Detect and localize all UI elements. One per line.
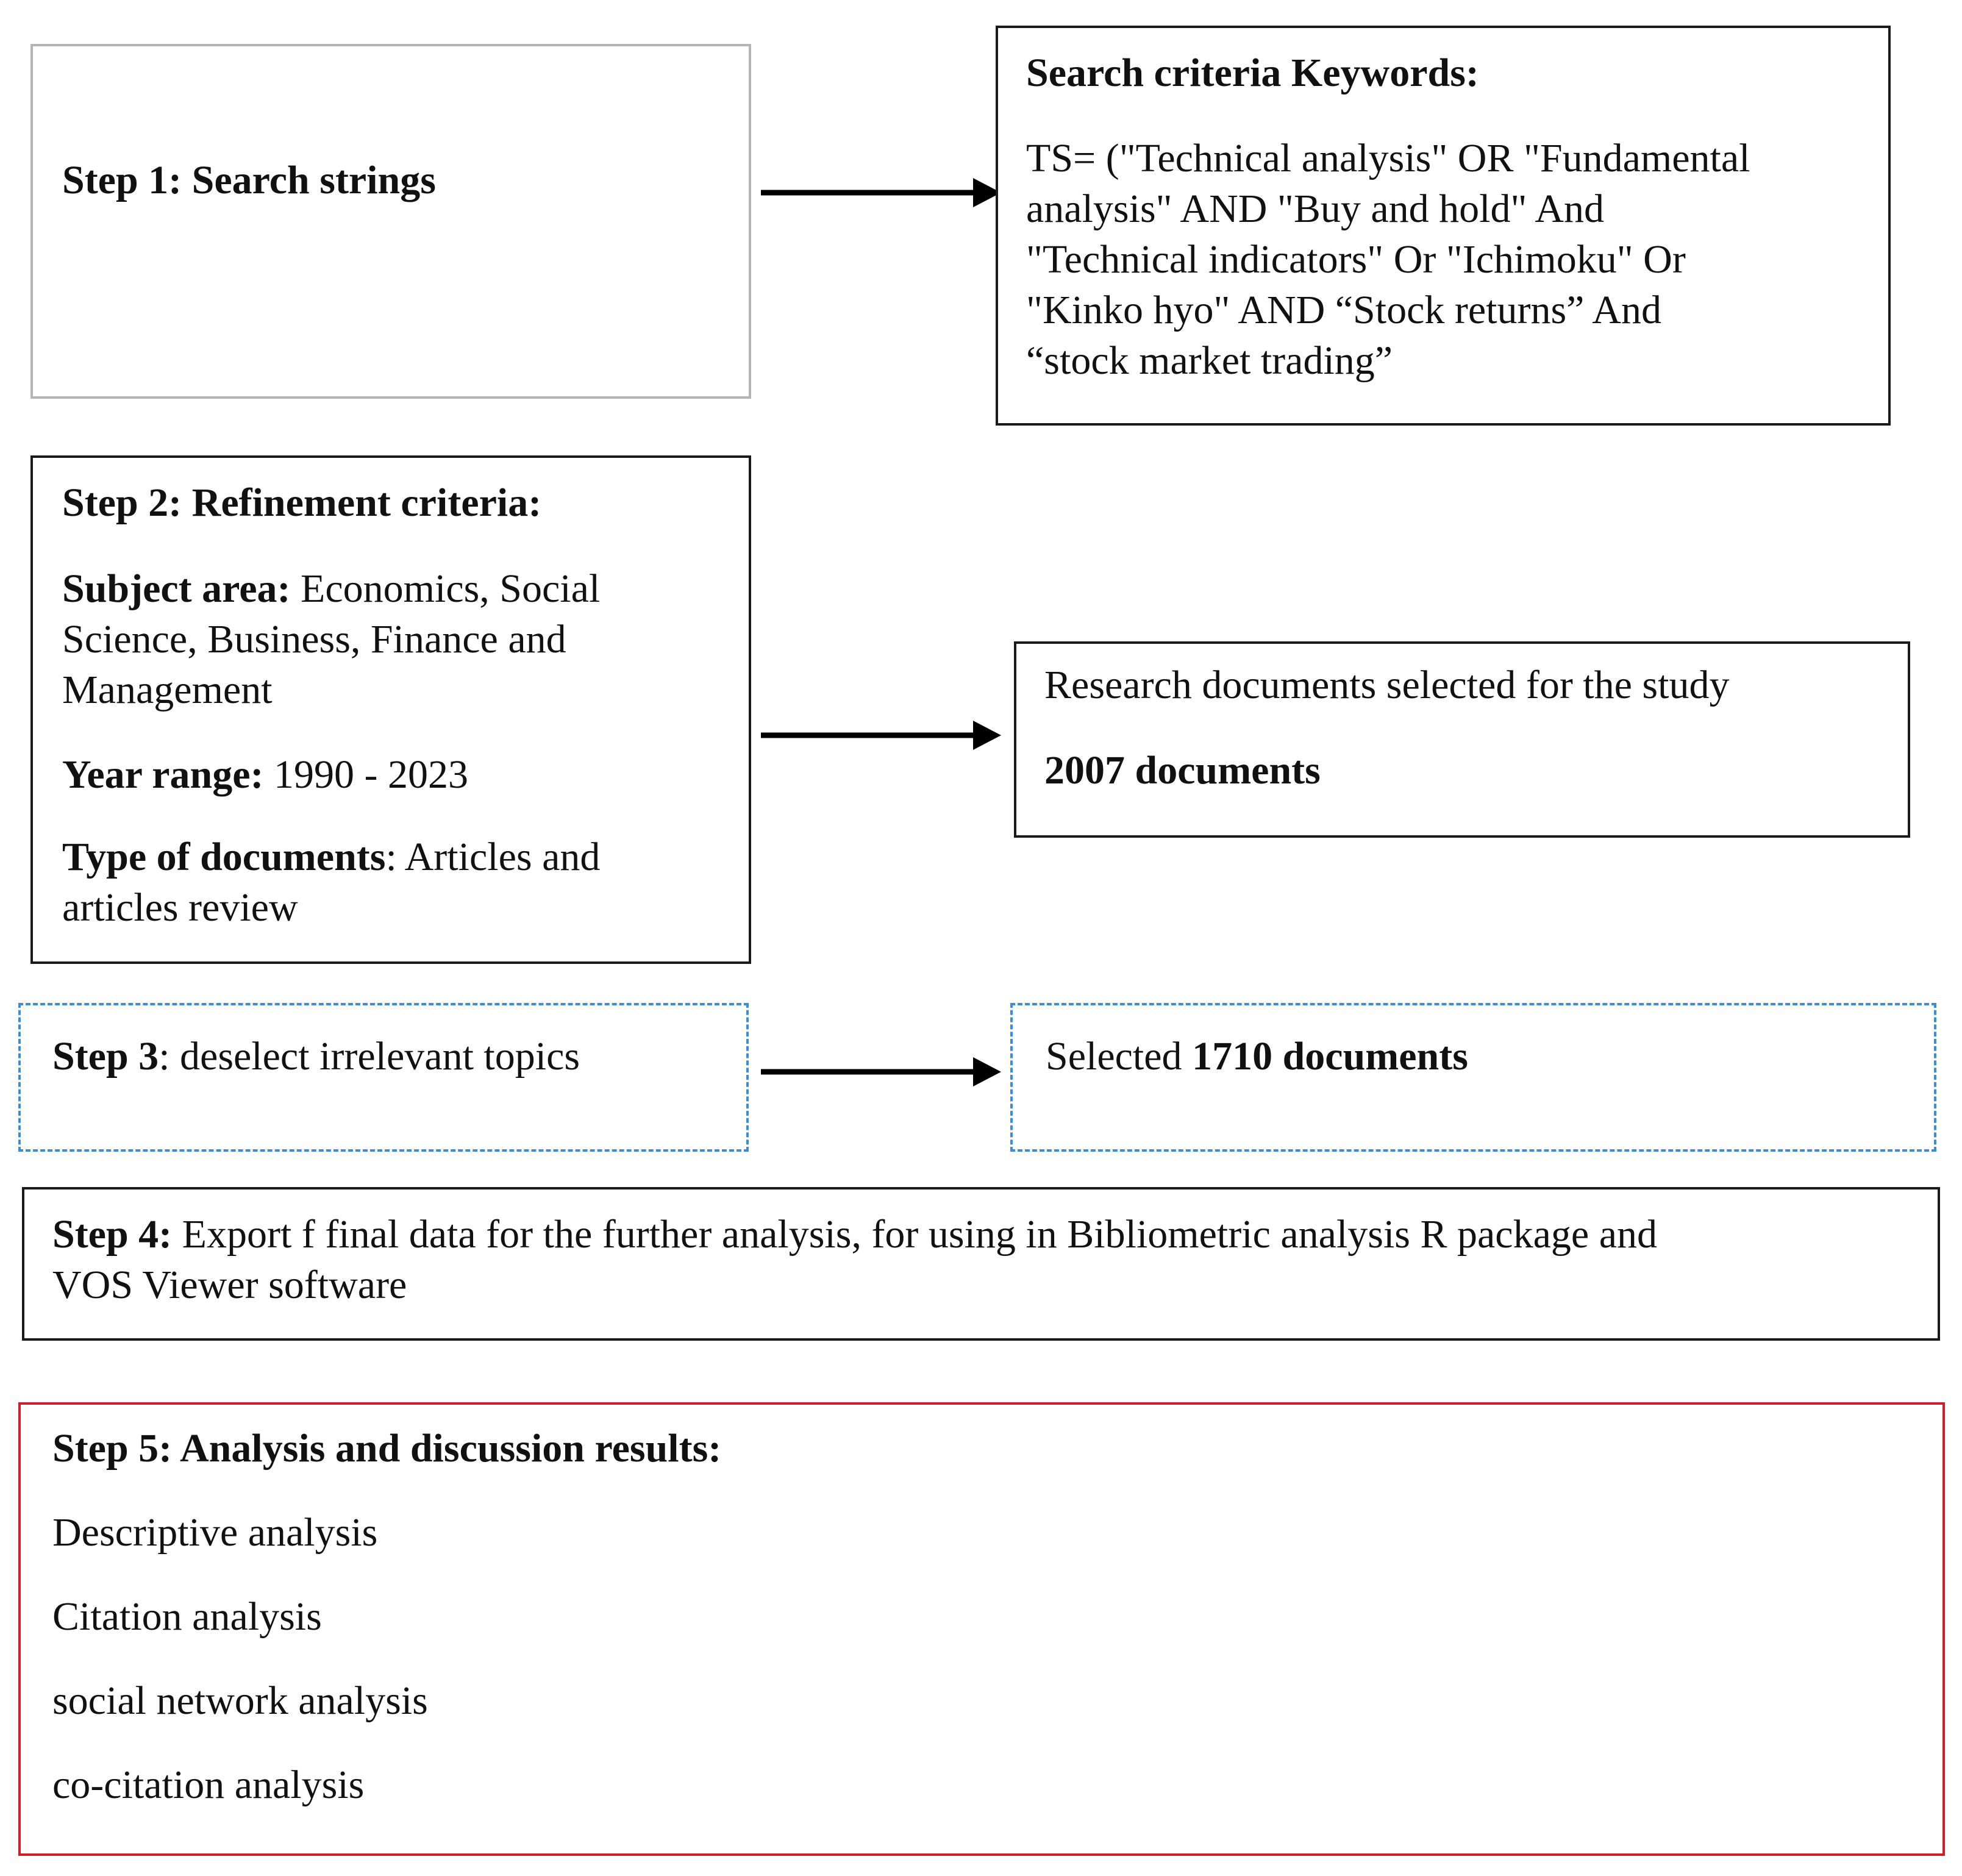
step5-item: Descriptive analysis xyxy=(52,1510,378,1555)
selected-documents-box: Research documents selected for the stud… xyxy=(1014,641,1910,838)
doc-type-value: : Articles and xyxy=(385,835,601,879)
step4-line: Step 4: Export f final data for the furt… xyxy=(52,1209,1657,1260)
year-range-line: Year range: 1990 - 2023 xyxy=(62,749,600,800)
subject-area-line: Subject area: Economics, Social xyxy=(62,563,600,614)
step2-box: Step 2: Refinement criteria: Subject are… xyxy=(30,455,751,964)
step1-label: Step 1: Search strings xyxy=(62,158,436,202)
arrow-step3-to-selected xyxy=(761,1057,1001,1086)
selected-1710-count: 1710 documents xyxy=(1192,1034,1468,1079)
step5-heading: Step 5: Analysis and discussion results: xyxy=(52,1426,722,1471)
search-criteria-heading: Search criteria Keywords: xyxy=(1026,51,1479,95)
doc-type-line: Type of documents: Articles and xyxy=(62,832,600,882)
step5-item: co-citation analysis xyxy=(52,1763,365,1807)
subject-area-label: Subject area: xyxy=(62,566,291,611)
subject-area-value: Management xyxy=(62,668,273,712)
query-line: analysis" AND "Buy and hold" And xyxy=(1026,187,1604,231)
step4-text: VOS Viewer software xyxy=(52,1263,407,1307)
step3-description: : deselect irrelevant topics xyxy=(159,1034,580,1079)
query-line: "Technical indicators" Or "Ichimoku" Or xyxy=(1026,237,1686,282)
selected-documents-count: 2007 documents xyxy=(1044,748,1321,793)
year-range-label: Year range: xyxy=(62,752,264,797)
selected-1710-text: Selected 1710 documents xyxy=(1046,1031,1468,1082)
step3-text: Step 3: deselect irrelevant topics xyxy=(52,1031,580,1082)
step5-item: social network analysis xyxy=(52,1678,428,1723)
search-criteria-box: Search criteria Keywords: TS= ("Technica… xyxy=(996,26,1891,426)
selected-1710-box: Selected 1710 documents xyxy=(1010,1003,1936,1152)
step3-box: Step 3: deselect irrelevant topics xyxy=(18,1003,749,1152)
query-line: TS= ("Technical analysis" OR "Fundamenta… xyxy=(1026,136,1750,180)
doc-type-label: Type of documents xyxy=(62,835,386,879)
step3-label: Step 3 xyxy=(52,1034,159,1079)
arrow-step2-to-selected xyxy=(761,721,1001,750)
selected-1710-prefix: Selected xyxy=(1046,1034,1193,1079)
step5-box: Step 5: Analysis and discussion results:… xyxy=(18,1402,1945,1856)
step5-item: Citation analysis xyxy=(52,1594,322,1639)
year-range-value: 1990 - 2023 xyxy=(263,752,468,797)
step4-label: Step 4: xyxy=(52,1212,173,1257)
step4-text: Export f final data for the further anal… xyxy=(172,1212,1657,1257)
query-line: “stock market trading” xyxy=(1026,338,1393,383)
subject-area-value: Science, Business, Finance and xyxy=(62,617,566,662)
query-line: "Kinko hyo" AND “Stock returns” And xyxy=(1026,288,1661,332)
doc-type-value: articles review xyxy=(62,885,298,930)
subject-area-value: Economics, Social xyxy=(290,566,601,611)
step2-heading: Step 2: Refinement criteria: xyxy=(62,480,542,525)
step4-box: Step 4: Export f final data for the furt… xyxy=(22,1187,1940,1341)
selected-documents-text: Research documents selected for the stud… xyxy=(1044,663,1730,707)
step1-box: Step 1: Search strings xyxy=(30,44,751,399)
arrow-step1-to-criteria xyxy=(761,178,1001,207)
